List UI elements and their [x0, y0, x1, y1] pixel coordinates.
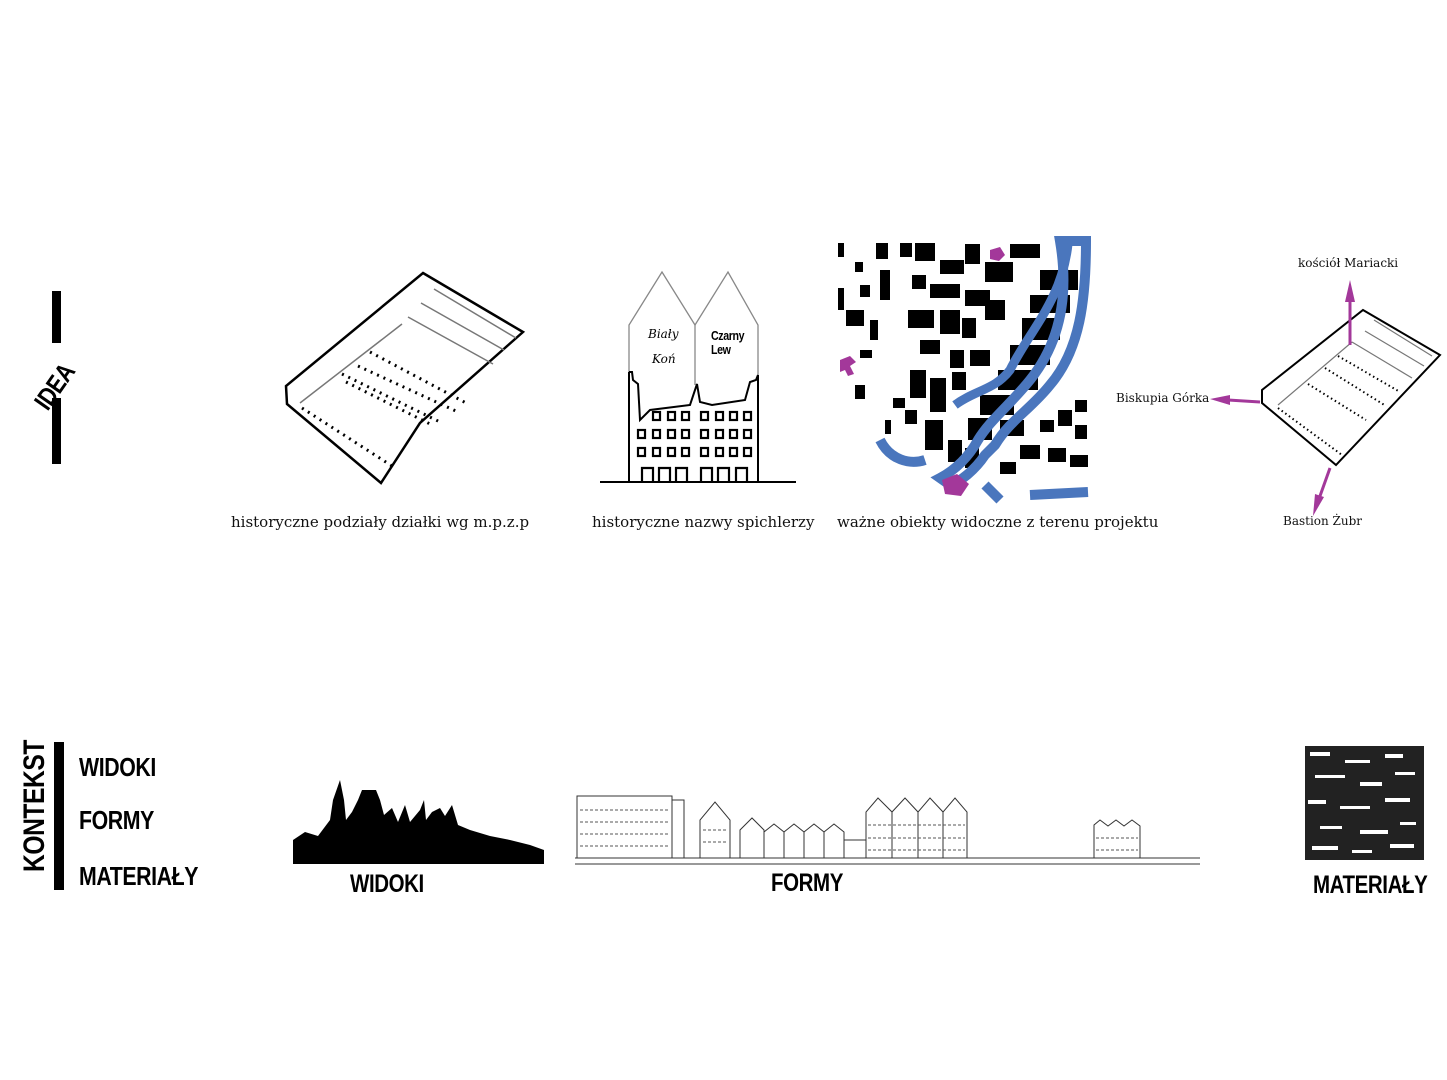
- caption-widoki: WIDOKI: [350, 870, 424, 898]
- granaries-drawing: [600, 270, 796, 483]
- brick-texture: [1305, 746, 1424, 860]
- parcel-divisions-drawing: [284, 271, 526, 485]
- label-biskupia-gorka: Biskupia Górka: [1116, 391, 1210, 405]
- caption-important-objects: ważne obiekty widoczne z terenu projektu: [837, 513, 1159, 531]
- granary-name-lew: Lew: [711, 342, 731, 357]
- kontekst-item-materialy: MATERIAŁY: [79, 861, 199, 891]
- city-map: [838, 236, 1092, 504]
- kontekst-bar: [54, 742, 64, 890]
- granary-name-czarny: Czarny: [711, 328, 745, 343]
- caption-formy: FORMY: [771, 869, 843, 897]
- orientation-drawing: [1210, 280, 1442, 516]
- kontekst-item-widoki: WIDOKI: [79, 752, 156, 782]
- kontekst-item-formy: FORMY: [79, 805, 154, 835]
- caption-granary-names: historyczne nazwy spichlerzy: [592, 513, 815, 531]
- label-bastion-zubr: Bastion Żubr: [1283, 514, 1363, 528]
- caption-materialy: MATERIAŁY: [1313, 871, 1428, 899]
- idea-bar-top: [52, 291, 61, 343]
- caption-parcel-divisions: historyczne podziały działki wg m.p.z.p: [231, 513, 530, 531]
- granary-name-bialy: Biały: [648, 327, 679, 341]
- streetscape-elevation: [575, 795, 1200, 865]
- skyline-silhouette: [293, 780, 544, 864]
- idea-bar-bottom: [52, 398, 61, 464]
- kontekst-label: KONTEKST: [18, 739, 51, 872]
- granary-name-kon: Koń: [652, 352, 676, 366]
- label-kosciol-mariacki: kościół Mariacki: [1298, 256, 1399, 270]
